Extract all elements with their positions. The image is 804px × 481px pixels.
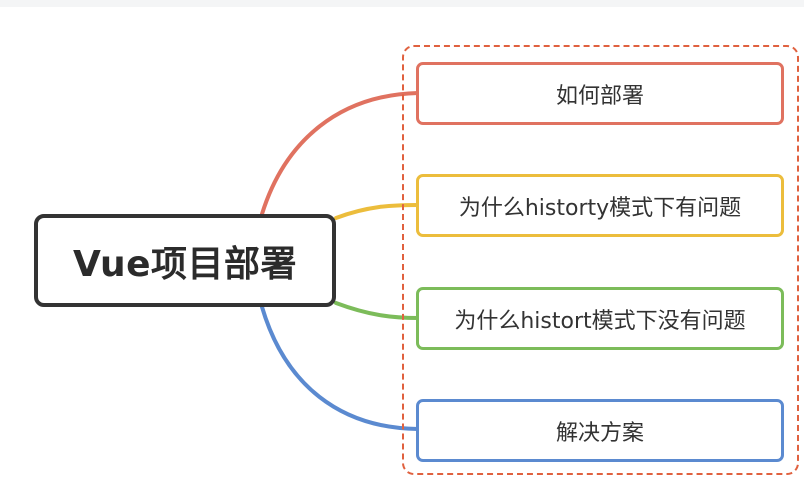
topic-how-to-deploy[interactable]: 如何部署 — [416, 62, 784, 125]
topic-label: 为什么historty模式下有问题 — [458, 195, 742, 221]
topic-label: 解决方案 — [555, 420, 644, 446]
topic-label: 如何部署 — [555, 83, 644, 109]
topic-hash-mode-no-problem[interactable]: 为什么histort模式下没有问题 — [416, 287, 784, 350]
topic-group-frame — [402, 45, 799, 475]
root-topic-label: Vue项目部署 — [72, 243, 298, 285]
topic-label: 为什么histort模式下没有问题 — [454, 308, 746, 334]
connector-line-history-problem — [334, 203, 420, 220]
root-topic-node[interactable]: Vue项目部署 — [34, 214, 336, 307]
topic-solution[interactable]: 解决方案 — [416, 399, 784, 462]
connector-line-hash-no-problem — [334, 301, 420, 320]
topic-history-mode-problem[interactable]: 为什么historty模式下有问题 — [416, 174, 784, 237]
connector-line-solution — [260, 305, 420, 431]
connector-line-how-to-deploy — [260, 91, 420, 216]
top-strip — [0, 0, 804, 7]
